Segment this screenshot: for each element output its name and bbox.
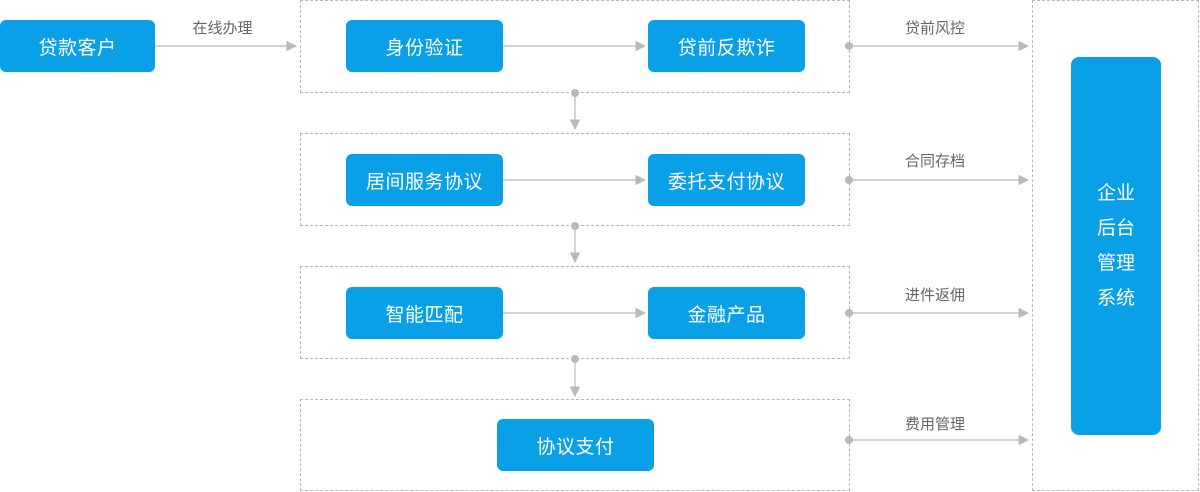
backend-line-3: 管理 [1096, 252, 1135, 274]
backend-line-4: 系统 [1096, 287, 1135, 309]
smart-matching-node: 智能匹配 [346, 287, 503, 339]
stage-3-container [300, 266, 850, 359]
backend-line-1: 企业 [1096, 182, 1135, 204]
output-label-2: 合同存档 [904, 152, 965, 170]
pre-loan-anti-fraud-node: 贷前反欺诈 [648, 20, 805, 72]
agreement-payment-node: 协议支付 [497, 419, 654, 471]
backend-container [1032, 0, 1199, 491]
enterprise-backend-system-node: 企业 后台 管理 系统 [1071, 57, 1161, 435]
financial-products-node: 金融产品 [648, 287, 805, 339]
stage-4-container [300, 399, 850, 491]
output-label-1: 贷前风控 [904, 19, 965, 37]
backend-line-2: 后台 [1096, 217, 1135, 239]
stage-2-container [300, 133, 850, 226]
stage-1-container [300, 0, 850, 93]
identity-verification-node: 身份验证 [346, 20, 503, 72]
output-label-4: 费用管理 [904, 415, 965, 433]
loan-customer-node: 贷款客户 [0, 20, 155, 72]
online-processing-label: 在线办理 [192, 19, 253, 37]
output-label-3: 进件返佣 [904, 286, 965, 304]
intermediary-service-agreement-node: 居间服务协议 [346, 154, 503, 206]
entrusted-payment-agreement-node: 委托支付协议 [648, 154, 805, 206]
